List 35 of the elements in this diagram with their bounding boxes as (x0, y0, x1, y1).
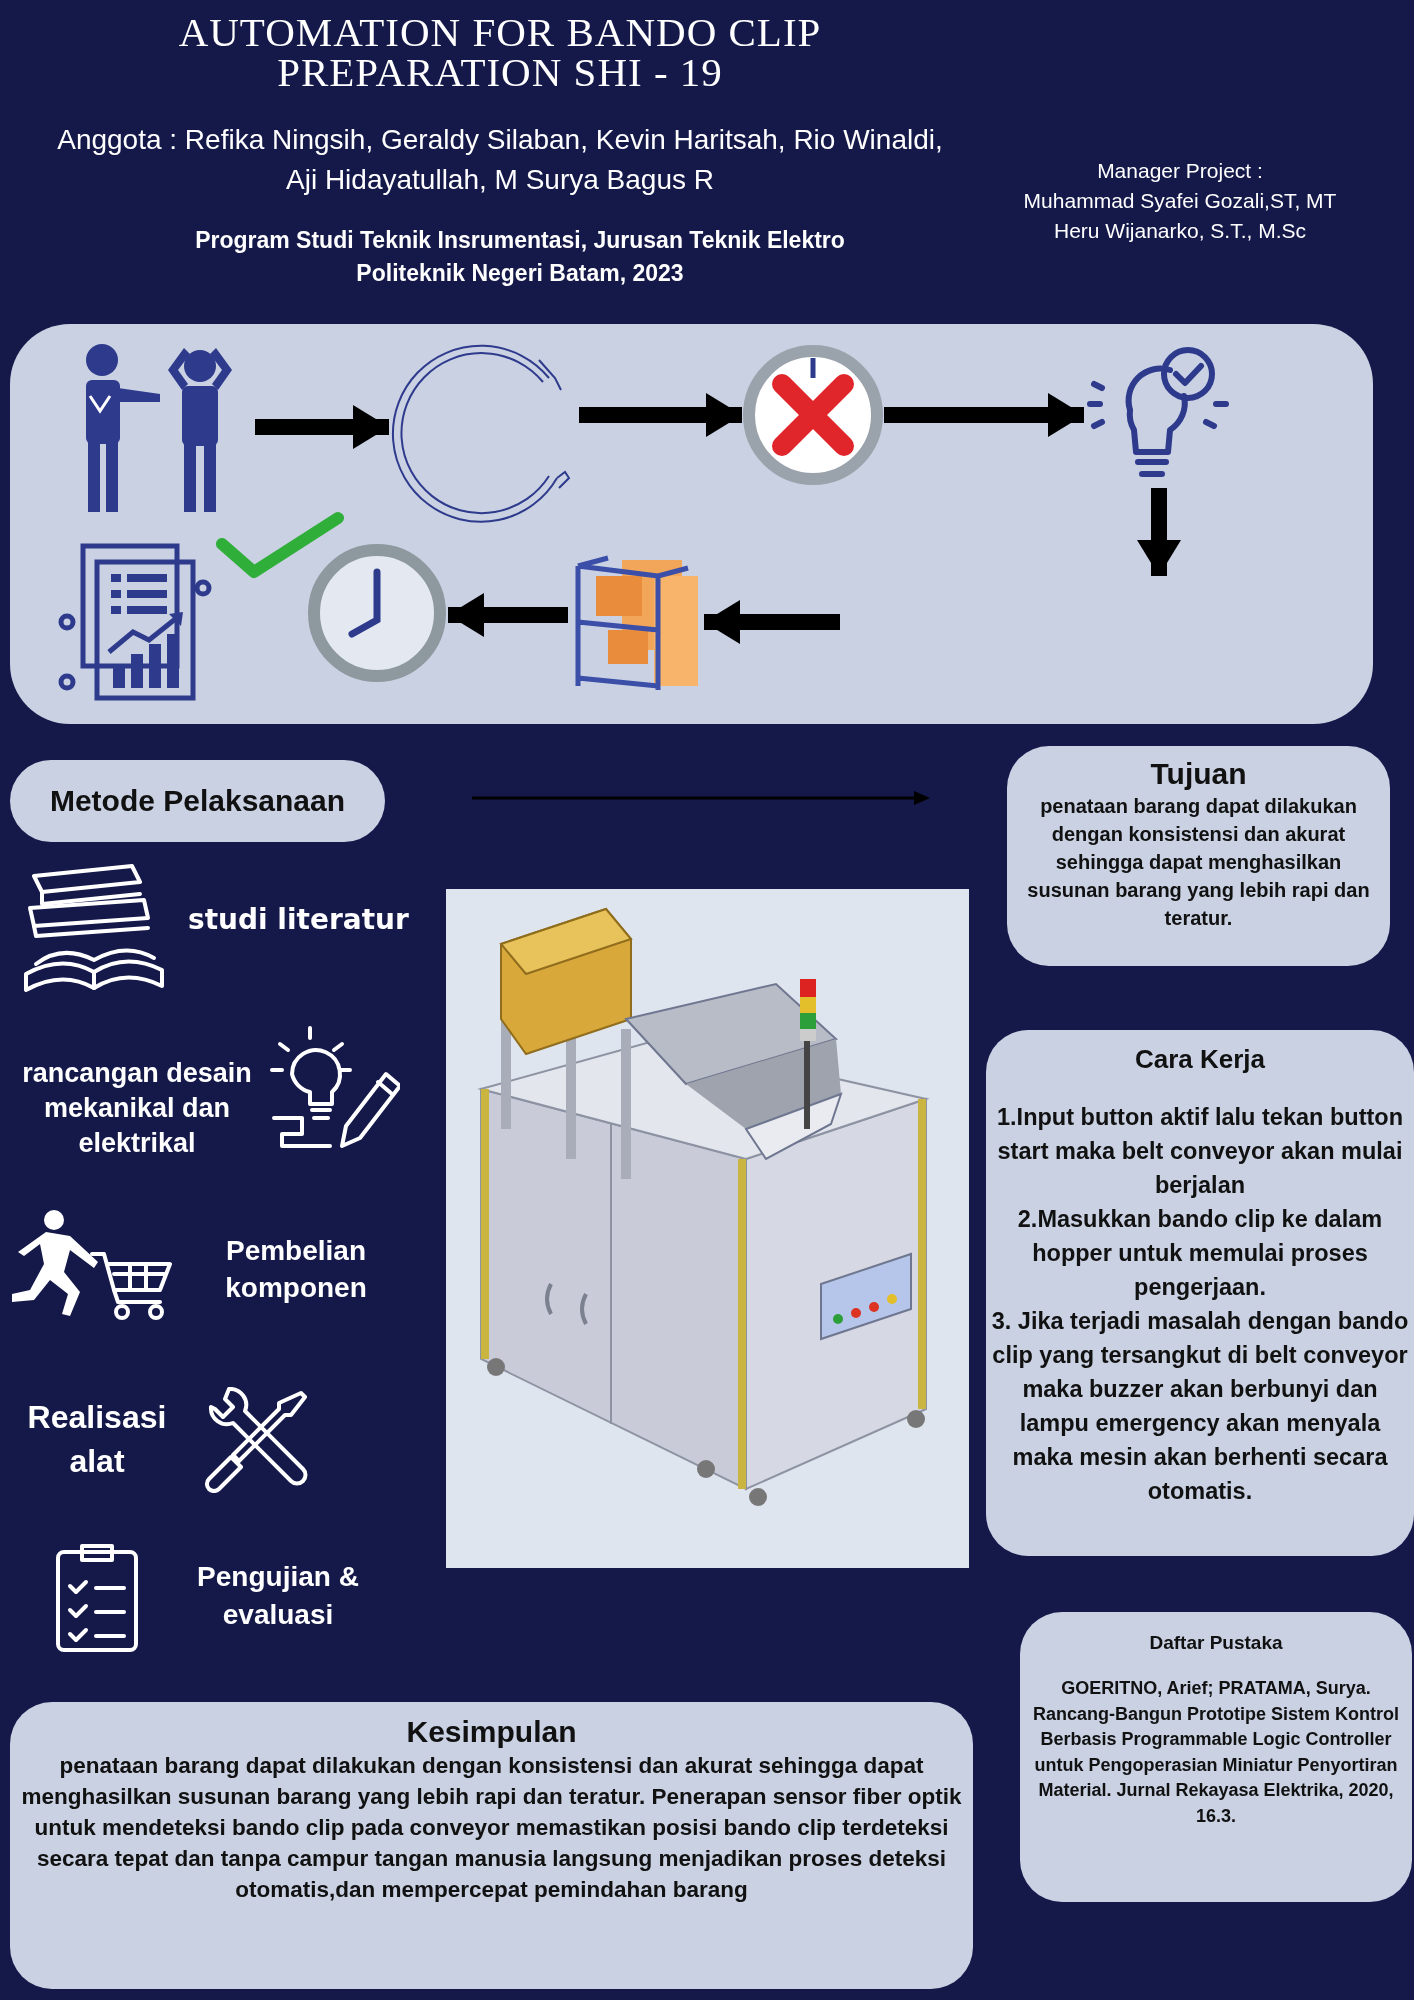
method-step-text: Pembelian komponen (224, 1234, 368, 1305)
institution-text: Program Studi Teknik Insrumentasi, Jurusan Teknik Elektro Politeknik Negeri Batam, 2023 (194, 226, 846, 288)
body-text: GOERITNO, Arief; PRATAMA, Surya. Rancang-Bangun Prototipe Sistem Kontrol Berbasis Programmable Logic Controller untuk Pengoperasian Miniatur Penyortiran Material. Jurnal Rekayasa Elektrika, 2020, 16.3. (1032, 1677, 1400, 1828)
manager-name: Muhammad Syafei Gozali,ST, MT (1022, 188, 1338, 214)
section-heading: Metode Pelaksanaan (49, 783, 346, 819)
section-card (986, 1030, 1414, 1556)
clock-icon (306, 542, 448, 684)
method-step-text: rancangan desain mekanikal dan elektrikal (21, 1057, 253, 1160)
arrow (579, 393, 742, 437)
section-heading: Kesimpulan (406, 1714, 577, 1750)
manager-heading: Manager Project : (1096, 158, 1264, 184)
section-card (10, 1702, 973, 1989)
arrow (704, 600, 840, 644)
arrow (448, 593, 568, 637)
arrow (884, 393, 1084, 437)
manager-name: Heru Wijanarko, S.T., M.Sc (1052, 218, 1308, 244)
cross-icon (742, 344, 884, 486)
section-card (1020, 1612, 1412, 1902)
body-text: 3. Jika terjadi masalah dengan bando clip yang tersangkut di belt conveyor maka buzzer akan berbunyi dan lampu emergency akan menyala maka mesin akan berhenti secara otomatis. (990, 1307, 1410, 1506)
method-step-text: studi literatur (188, 902, 410, 938)
body-text: 1.Input button aktif lalu tekan button start maka belt conveyor akan mulai berjalan (996, 1103, 1404, 1200)
arrow (255, 405, 389, 449)
poster-title: AUTOMATION FOR BANDO CLIP PREPARATION SHI - 19 (177, 12, 823, 92)
arrow (1137, 488, 1181, 576)
member-names: Anggota : Refika Ningsih, Geraldy Silaban, Kevin Haritsah, Rio Winaldi, Aji Hidayatullah, M Surya Bagus R (56, 123, 944, 197)
body-text: penataan barang dapat dilakukan dengan konsistensi dan akurat sehingga dapat menghasilkan susunan barang yang lebih rapi dan teratur. Penerapan sensor fiber optik untuk mendeteksi bando clip pada conveyor memastikan posisi bando clip terdeteksi secara tepat dan tanpa campur tangan manusia langsung menjadikan proses deteksi otomatis,dan mempercepat pemindahan barang (20, 1752, 963, 1904)
body-text: 2.Masukkan bando clip ke dalam hopper untuk memulai proses pengerjaan. (1016, 1205, 1384, 1302)
body-text: penataan barang dapat dilakukan dengan konsistensi dan akurat sehingga dapat menghasilkan susunan barang yang lebih rapi dan teratur. (1026, 794, 1371, 931)
section-heading: Cara Kerja (1134, 1043, 1266, 1076)
section-card (1007, 746, 1390, 966)
method-step-text: Pengujian & evaluasi (196, 1560, 360, 1632)
flow-panel (10, 324, 1373, 724)
method-step-text: Realisasi alat (26, 1398, 168, 1481)
section-heading: Daftar Pustaka (1149, 1631, 1283, 1655)
section-heading: Tujuan (1150, 756, 1247, 792)
